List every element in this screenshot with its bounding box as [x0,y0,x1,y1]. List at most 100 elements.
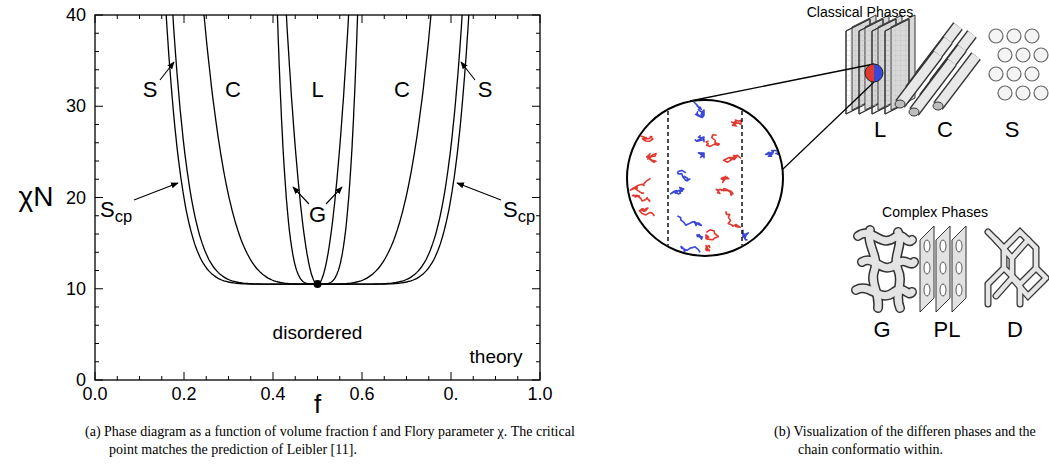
zoom-spot [865,64,874,82]
perforated-lamellar-phase [956,262,962,274]
phase-plot [139,376,140,380]
polymer-chain [725,212,740,227]
polymer-chain [695,136,704,142]
phase-plot [95,161,99,162]
phase-plot [95,234,99,235]
phase-plot [428,15,429,19]
phase-plot [95,179,99,180]
phase-plot [384,376,385,380]
domain-boundary [668,90,742,270]
perforated-lamellar-phase [936,226,950,312]
gyroid-phase [869,230,878,308]
phase-plot [540,372,541,380]
phase-label: C [225,79,241,101]
phase-label: L [874,119,886,141]
phase-plot [250,376,251,380]
gyroid-phase [856,288,912,295]
phase-plot [536,361,540,362]
phase-plot [517,376,518,380]
phase-label: G [873,319,890,341]
phase-plot [273,15,274,23]
phase-plot [536,69,540,70]
annotation-note: theory [470,347,523,366]
phase-plot [184,15,185,23]
axis-title: f [314,391,321,417]
sphere-phase [998,86,1012,100]
cylinder-phase [895,26,976,116]
figure-caption: (b) Visualization of the differen phases… [774,423,1046,459]
polymer-chain [696,111,704,117]
diamond-phase [988,232,1046,304]
cylinder-phase [914,62,952,112]
perforated-lamellar-phase [940,262,946,274]
perforated-lamellar-phase [924,240,930,252]
polymer-chain [778,89,788,98]
gyroid-phase [856,230,914,308]
phase-plot [295,15,296,19]
polymer-chain [764,118,785,128]
phase-label: Scp [503,199,535,225]
axis-tick-label: 0.4 [260,385,285,403]
gyroid-phase [869,230,878,308]
diamond-phase [988,232,1046,304]
phase-plot [228,376,229,380]
polymer-chain [706,230,718,240]
phase-plot [536,343,540,344]
phase-plot [95,307,99,308]
phase-plot [532,15,540,16]
gyroid-phase [856,230,914,308]
phase-plot [495,15,496,19]
polymer-chain [681,246,700,252]
phase-plot [536,307,540,308]
phase-plot [117,376,118,380]
phase-plot [95,361,99,362]
phase-plot [204,15,431,284]
sphere-phase [1007,29,1021,43]
sphere-phase [1034,86,1048,100]
phase-label: S [478,79,493,101]
zoom-spot [874,64,883,82]
phase-plot [532,380,540,381]
phase-plot [139,15,140,19]
phase-label: S [1005,119,1020,141]
perforated-lamellar-phase [920,226,966,312]
sphere-phase [989,29,1003,43]
phase-plot [95,380,103,381]
phase-plot [95,343,99,344]
polymer-chain [671,188,684,194]
pointer-arrow [461,62,475,80]
perforated-lamellar-phase [956,284,962,296]
phase-label: C [937,119,953,141]
gyroid-phase [896,232,900,308]
phase-label: L [311,79,323,101]
perforated-lamellar-phase [924,284,930,296]
phase-plot [161,376,162,380]
cylinder-phase [914,62,952,112]
panel-heading: Complex Phases [882,205,988,219]
sphere-phase [989,29,1048,100]
phase-plot [95,288,103,289]
sphere-phase [989,67,1003,81]
gyroid-phase [856,288,912,295]
phase-plot [95,15,96,23]
perforated-lamellar-phase [956,240,962,252]
axis-tick-label: 20 [66,189,86,207]
phase-label: S [143,79,158,101]
phase-plot [95,252,99,253]
axis-tick-label: 0.2 [171,385,196,403]
phase-plot [95,372,96,380]
figure-caption: (a) Phase diagram as a function of volum… [85,423,584,459]
phase-plot [428,376,429,380]
sphere-phase [1034,48,1048,62]
phase-plot [95,124,99,125]
phase-plot [362,15,363,23]
domain-boundary [741,90,742,270]
phase-plot [495,376,496,380]
polymer-chain [630,178,650,193]
phase-plot [406,376,407,380]
polymer-chain [724,155,741,162]
polymer-chain [620,101,640,111]
phase-plot [206,15,207,19]
gyroid-phase [862,260,914,267]
